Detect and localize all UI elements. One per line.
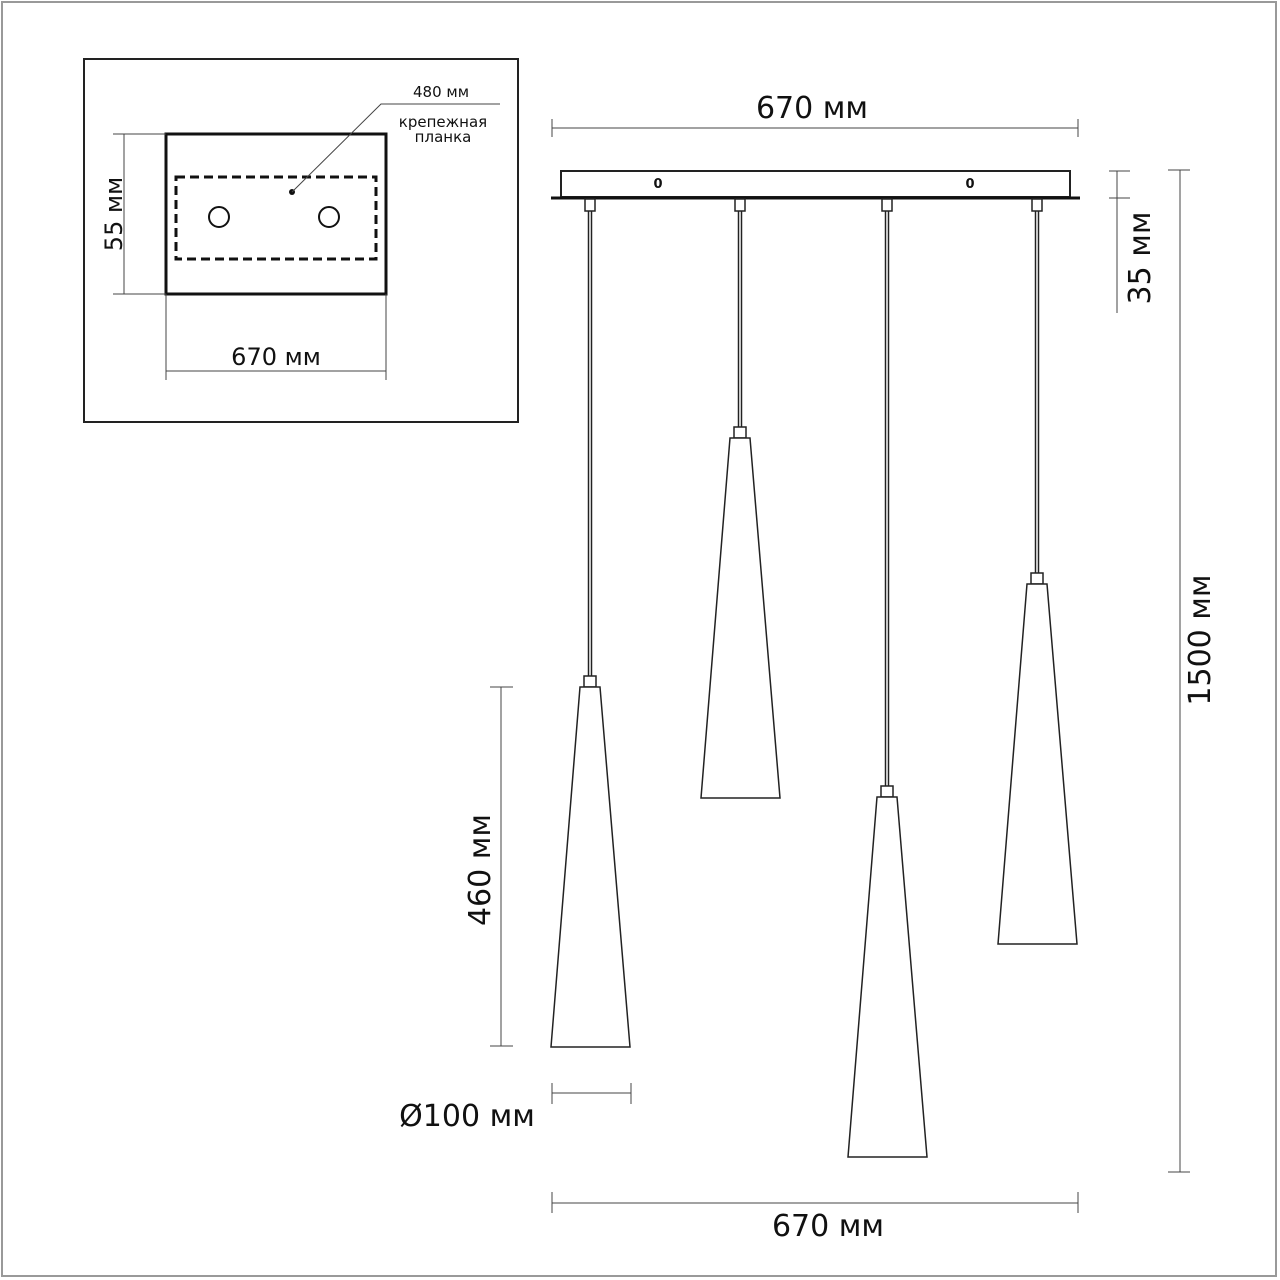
shade-cap	[733, 426, 747, 439]
canopy-mark: 0	[653, 177, 662, 192]
shade-diameter-label: Ø100 мм	[399, 1099, 535, 1134]
inset-height-dimension: 55 мм	[100, 133, 166, 295]
cable-connector	[584, 198, 596, 212]
mounting-bracket-outline	[174, 175, 378, 261]
cone-shade	[997, 583, 1078, 945]
inset-height-label: 55 мм	[100, 177, 128, 251]
pendant-shades	[550, 198, 1078, 1158]
pendant-lamp	[700, 198, 781, 799]
pendant-lamp	[847, 198, 928, 1158]
shade-cap	[1030, 572, 1044, 585]
cone-shade	[700, 437, 781, 799]
total-height-label: 1500 мм	[1183, 574, 1218, 705]
bottom-width-label: 670 мм	[772, 1209, 884, 1244]
inset-frame	[83, 58, 519, 423]
canopy-mark: 0	[965, 177, 974, 192]
bracket-label-line2: планка	[415, 128, 472, 146]
mount-hole-icon	[208, 206, 230, 228]
cable-connector	[881, 198, 893, 212]
bracket-label-line1: крепежная	[399, 113, 487, 131]
shade-diameter-dimension: Ø100 мм	[399, 1083, 632, 1134]
canopy-height-dimension: 35 мм	[1109, 170, 1158, 313]
cable-connector	[734, 198, 746, 212]
total-height-dimension: 1500 мм	[1168, 169, 1218, 1173]
inset-width-dimension: 670 мм	[165, 294, 387, 380]
mount-hole-icon	[318, 206, 340, 228]
pendant-lamp	[550, 198, 631, 1048]
pendant-lamp	[997, 198, 1078, 945]
shade-cap	[880, 785, 894, 798]
cone-shade	[550, 686, 631, 1048]
cone-shade	[847, 796, 928, 1158]
shade-length-dimension: 460 мм	[463, 686, 513, 1047]
shade-cap	[583, 675, 597, 688]
inset-width-label: 670 мм	[231, 343, 321, 371]
top-width-label: 670 мм	[756, 91, 868, 126]
bracket-length-label: 480 мм	[413, 83, 469, 101]
canopy-outline	[164, 132, 388, 296]
mount-plan-inset: 480 мм крепежная планка 55 мм 670 мм	[83, 58, 519, 423]
bottom-width-dimension: 670 мм	[551, 1192, 1079, 1244]
canopy: 0 0	[551, 170, 1080, 200]
canopy-height-label: 35 мм	[1123, 212, 1158, 305]
shade-length-label: 460 мм	[463, 814, 498, 926]
leader-line	[291, 103, 500, 193]
top-width-dimension: 670 мм	[551, 91, 1079, 137]
cable-connector	[1031, 198, 1043, 212]
